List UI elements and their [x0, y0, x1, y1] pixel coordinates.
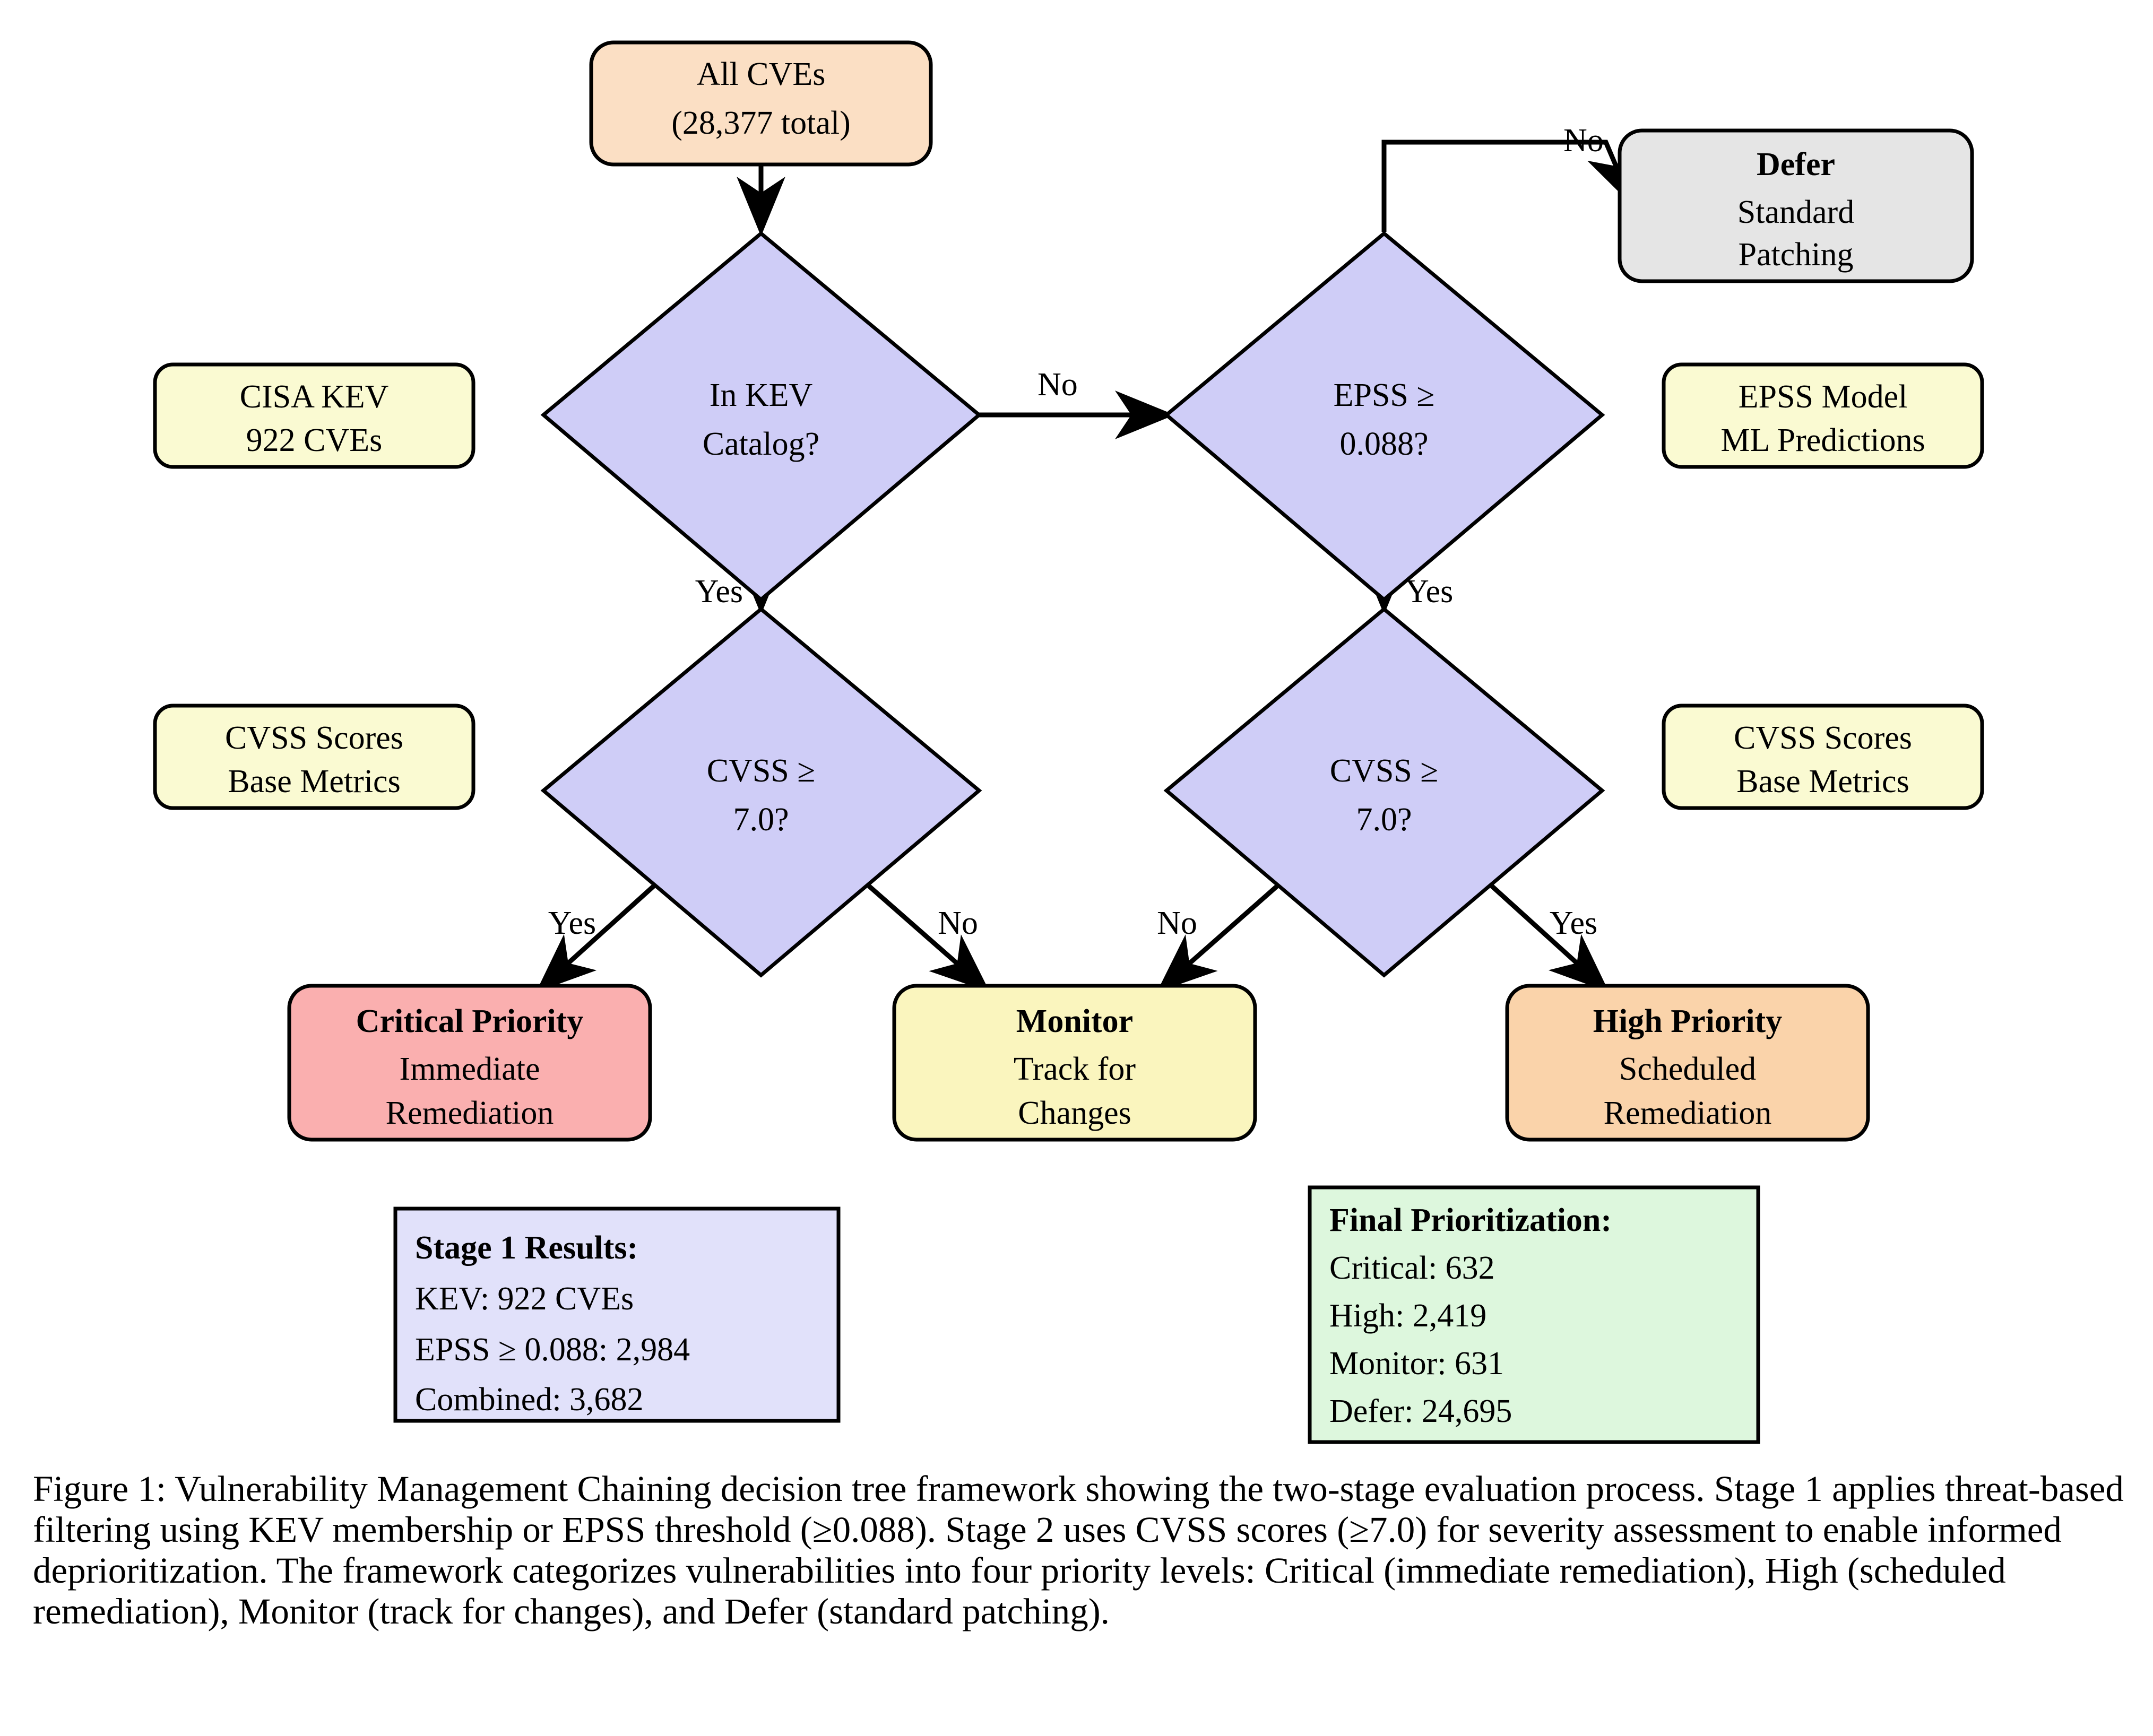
edge-label-cvss-right-no: No [1157, 905, 1197, 941]
edge-cvss-right-yes-to-high [1484, 879, 1610, 993]
panel-stage1-results-box [393, 1206, 841, 1423]
node-in-kev-catalog[interactable]: In KEV Catalog? [540, 231, 982, 602]
node-critical-priority-box [287, 984, 652, 1142]
node-high-priority-title: High Priority [1593, 1003, 1782, 1039]
annotation-cvss-left-line2: Base Metrics [228, 763, 400, 800]
annotation-epss-model-line1: EPSS Model [1739, 379, 1908, 415]
node-cvss-left-line2: 7.0? [733, 802, 789, 838]
node-in-kev-catalog-line1: In KEV [710, 377, 813, 413]
annotation-epss-model-line2: ML Predictions [1720, 422, 1925, 458]
node-cvss-right-diamond [1163, 606, 1605, 978]
panel-final-prioritization-box [1308, 1185, 1760, 1444]
panel-stage1-row-0: KEV: 922 CVEs [415, 1281, 634, 1317]
panel-stage1-row-2: Combined: 3,682 [415, 1382, 644, 1418]
edge-cvss-left-no-to-monitor [861, 879, 990, 992]
annotation-cisa-kev-line2: 922 CVEs [246, 422, 383, 458]
edge-cvss-left-yes-to-critical [535, 879, 662, 993]
edge-label-kev-yes: Yes [695, 574, 743, 610]
node-cvss-right[interactable]: CVSS ≥ 7.0? [1163, 606, 1605, 978]
panel-stage1-results[interactable]: Stage 1 Results: KEV: 922 CVEs EPSS ≥ 0.… [393, 1206, 841, 1423]
node-monitor-line3: Changes [1018, 1095, 1131, 1131]
edge-label-epss-yes: Yes [1405, 574, 1453, 610]
edge-label-cvss-right-yes: Yes [1550, 905, 1597, 941]
node-all-cves[interactable]: All CVEs (28,377 total) [589, 40, 933, 167]
edge-label-kev-no: No [1037, 367, 1078, 403]
node-high-priority-line3: Remediation [1604, 1095, 1772, 1131]
panel-stage1-title: Stage 1 Results: [415, 1230, 638, 1266]
annotation-cisa-kev-line1: CISA KEV [240, 379, 389, 415]
node-critical-priority[interactable]: Critical Priority Immediate Remediation [287, 984, 652, 1142]
node-critical-priority-title: Critical Priority [356, 1003, 584, 1039]
node-cvss-left-diamond [540, 606, 982, 978]
node-defer-title: Defer [1757, 146, 1835, 183]
node-all-cves-line1: All CVEs [697, 56, 826, 92]
figure-caption: Figure 1: Vulnerability Management Chain… [33, 1469, 2133, 1631]
panel-final-prioritization[interactable]: Final Prioritization: Critical: 632 High… [1308, 1185, 1760, 1444]
node-critical-priority-line2: Immediate [399, 1051, 540, 1087]
panel-final-row-0: Critical: 632 [1329, 1250, 1495, 1286]
panel-final-title: Final Prioritization: [1329, 1202, 1612, 1238]
annotation-cvss-right-line2: Base Metrics [1736, 763, 1909, 800]
edge-cvss-right-no-to-monitor [1156, 879, 1285, 992]
annotation-cvss-right-line1: CVSS Scores [1734, 720, 1912, 756]
node-monitor-box [892, 984, 1257, 1142]
node-defer[interactable]: Defer Standard Patching [1618, 128, 1974, 283]
node-in-kev-catalog-diamond [540, 231, 982, 602]
node-monitor-line2: Track for [1014, 1051, 1136, 1087]
panel-final-row-1: High: 2,419 [1329, 1298, 1486, 1334]
edge-label-cvss-left-no: No [938, 905, 978, 941]
annotation-epss-model[interactable]: EPSS Model ML Predictions [1662, 362, 1984, 469]
node-critical-priority-line3: Remediation [386, 1095, 554, 1131]
annotation-cisa-kev-box [153, 362, 475, 469]
node-epss-threshold-line2: 0.088? [1339, 426, 1428, 462]
decision-tree-diagram: All CVEs (28,377 total) In KEV Catalog? … [153, 40, 1984, 1444]
node-monitor[interactable]: Monitor Track for Changes [892, 984, 1257, 1142]
node-high-priority-box [1505, 984, 1870, 1142]
annotation-cvss-left[interactable]: CVSS Scores Base Metrics [153, 704, 475, 810]
node-high-priority-line2: Scheduled [1619, 1051, 1756, 1087]
annotation-cvss-right-box [1662, 704, 1984, 810]
node-cvss-right-line2: 7.0? [1356, 802, 1412, 838]
node-defer-line3: Patching [1739, 237, 1854, 273]
edge-label-epss-no: No [1563, 123, 1604, 159]
node-all-cves-line2: (28,377 total) [671, 105, 851, 141]
node-monitor-title: Monitor [1016, 1003, 1133, 1039]
edge-label-cvss-left-yes: Yes [548, 905, 596, 941]
annotation-cvss-left-line1: CVSS Scores [225, 720, 403, 756]
node-defer-box [1618, 128, 1974, 283]
annotation-cisa-kev[interactable]: CISA KEV 922 CVEs [153, 362, 475, 469]
annotation-cvss-left-box [153, 704, 475, 810]
node-high-priority[interactable]: High Priority Scheduled Remediation [1505, 984, 1870, 1142]
node-cvss-left[interactable]: CVSS ≥ 7.0? [540, 606, 982, 978]
node-epss-threshold[interactable]: EPSS ≥ 0.088? [1163, 231, 1605, 602]
annotation-epss-model-box [1662, 362, 1984, 469]
panel-stage1-row-1: EPSS ≥ 0.088: 2,984 [415, 1332, 690, 1368]
node-all-cves-box [589, 40, 933, 167]
node-cvss-left-line1: CVSS ≥ [707, 753, 816, 789]
annotation-cvss-right[interactable]: CVSS Scores Base Metrics [1662, 704, 1984, 810]
node-epss-threshold-diamond [1163, 231, 1605, 602]
node-cvss-right-line1: CVSS ≥ [1330, 753, 1439, 789]
node-epss-threshold-line1: EPSS ≥ [1334, 377, 1435, 413]
panel-final-row-3: Defer: 24,695 [1329, 1393, 1512, 1429]
node-in-kev-catalog-line2: Catalog? [703, 426, 819, 462]
panel-final-row-2: Monitor: 631 [1329, 1346, 1504, 1382]
node-defer-line2: Standard [1737, 194, 1854, 230]
